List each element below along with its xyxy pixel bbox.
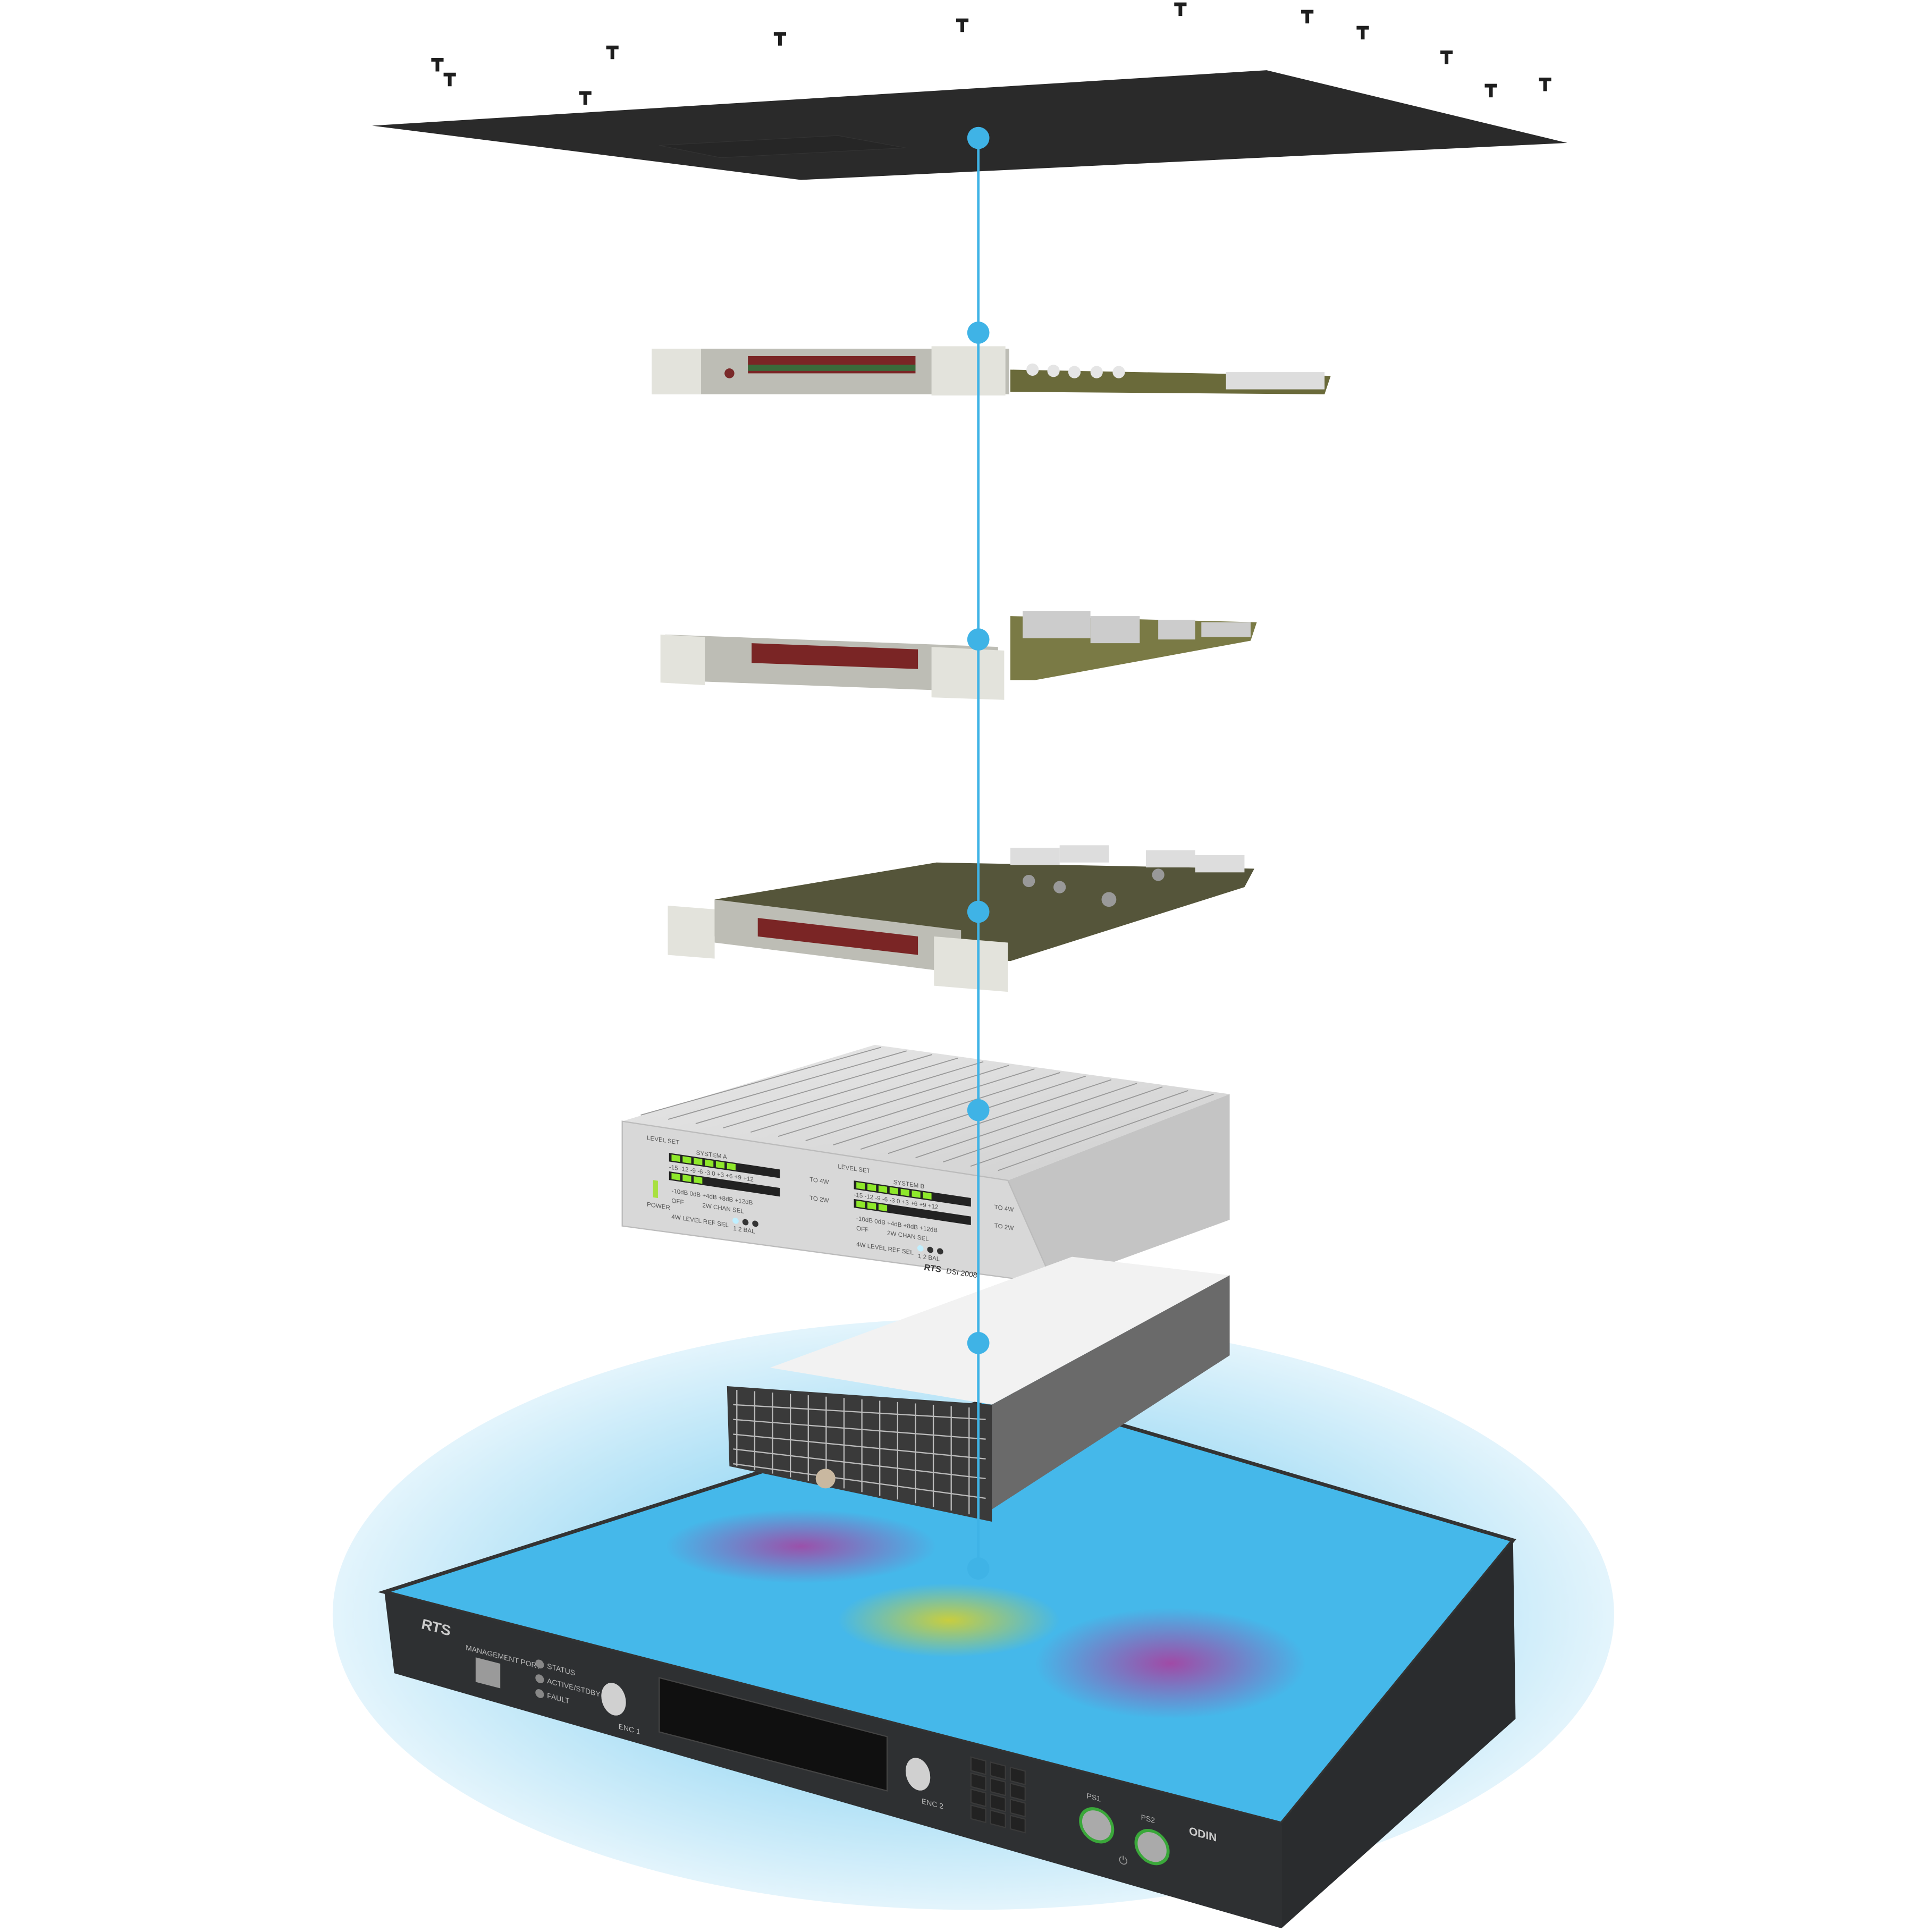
screw-icon <box>606 45 619 60</box>
heatsink-fin <box>668 1050 907 1120</box>
screw-icon <box>1484 83 1497 98</box>
screw-icon <box>773 32 787 46</box>
screw-icon <box>1440 50 1453 64</box>
grill-bar <box>733 1419 986 1440</box>
assembly-point-dot <box>967 900 990 923</box>
heatsink-fin <box>998 1093 1214 1171</box>
heatsink-fin <box>640 1047 881 1116</box>
heatsink-fin <box>888 1079 1112 1154</box>
screw-icon <box>1174 2 1187 16</box>
chan-led-1-a <box>732 1217 739 1224</box>
grill-bar <box>733 1448 986 1480</box>
assembly-point-dot <box>967 628 990 651</box>
screw-icon <box>579 91 592 105</box>
ps2-power-button[interactable] <box>1134 1827 1170 1867</box>
dsi-2008-unit: LEVEL SET SYSTEM A -15 -12 -9 -6 -3 0 +3… <box>621 1044 1230 1285</box>
screw-icon <box>1301 10 1314 24</box>
encoder-2-knob[interactable] <box>905 1755 931 1793</box>
screw-icon <box>1539 78 1551 91</box>
power-symbol-icon: ⏻ <box>1119 1854 1128 1868</box>
grill-bar <box>733 1433 986 1459</box>
to-2w-b: TO 2W <box>994 1222 1014 1231</box>
keypad[interactable] <box>970 1756 1026 1834</box>
screw-icon <box>443 72 456 87</box>
encoder-1-knob[interactable] <box>601 1680 626 1718</box>
assembly-point-dot <box>967 322 990 344</box>
ps1-power-button[interactable] <box>1079 1805 1115 1845</box>
switch-labels-a: 1 2 BAL <box>733 1225 755 1235</box>
fault-led <box>535 1689 544 1698</box>
lid-recess <box>659 135 906 158</box>
psu-connector <box>815 1469 836 1489</box>
screw-icon <box>1356 26 1369 40</box>
to-4w-a: TO 4W <box>809 1176 829 1186</box>
grill-bar <box>733 1463 986 1499</box>
heatsink-fin <box>805 1068 1035 1142</box>
interface-card-2 <box>660 611 1257 700</box>
assembly-point-dot <box>967 1099 990 1121</box>
off-a: OFF <box>671 1197 684 1206</box>
interface-card-1 <box>652 346 1331 396</box>
heatsink-fin <box>723 1057 958 1128</box>
power-supply-unit <box>727 1256 1230 1522</box>
assembly-points <box>967 126 990 1580</box>
active-stdby-led <box>535 1674 544 1684</box>
management-port-rj45[interactable] <box>475 1657 501 1689</box>
heatsink-fin <box>970 1090 1188 1167</box>
assembly-point-dot <box>967 126 990 149</box>
lcd-display <box>659 1677 888 1792</box>
heatsink-fin <box>833 1072 1060 1146</box>
interface-card-3 <box>668 845 1254 992</box>
off-b: OFF <box>856 1225 868 1234</box>
screws <box>431 2 1551 105</box>
to-2w-a: TO 2W <box>809 1194 829 1204</box>
heatsink-fin <box>750 1061 984 1133</box>
heatsink-fin <box>915 1083 1137 1159</box>
heatsink-fin <box>695 1054 933 1124</box>
screw-icon <box>956 18 969 32</box>
heatsink-fin <box>943 1086 1163 1163</box>
screw-icon <box>431 57 444 72</box>
top-cover-lid <box>372 70 1567 180</box>
assembly-point-dot <box>967 1332 990 1354</box>
odin-chassis: RTS MANAGEMENT PORT STATUS ACTIVE/STDBY … <box>377 1390 1516 1929</box>
power-label: POWER <box>647 1201 670 1211</box>
assembly-point-dot <box>967 1557 990 1580</box>
grill-bar <box>733 1404 986 1420</box>
power-led <box>653 1180 658 1199</box>
heatsink-fin <box>778 1065 1009 1137</box>
dsi-brand: RTS <box>924 1262 941 1275</box>
switch-labels-b: 1 2 BAL <box>918 1253 940 1263</box>
ps2-label: PS2 <box>1141 1813 1155 1825</box>
ps1-label: PS1 <box>1087 1791 1101 1803</box>
status-led <box>535 1659 544 1669</box>
to-4w-b: TO 4W <box>994 1204 1014 1213</box>
